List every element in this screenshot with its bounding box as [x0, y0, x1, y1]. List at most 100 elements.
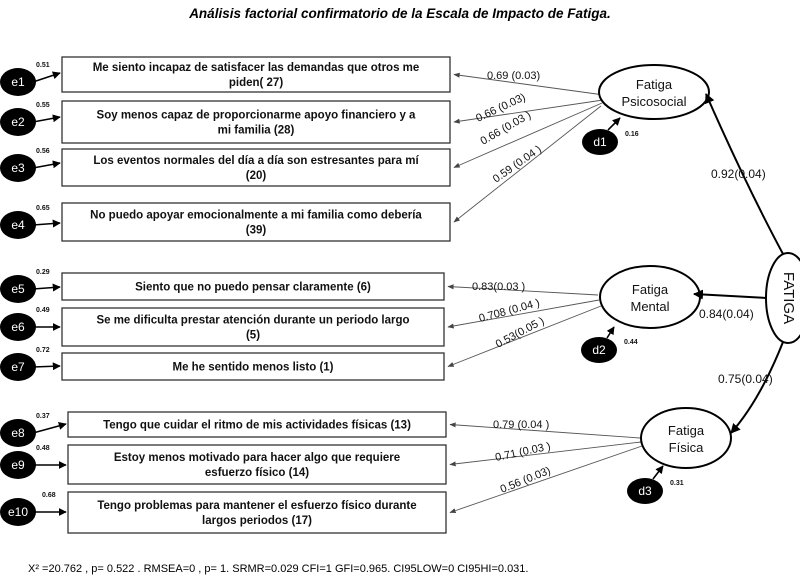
- error-variance: 0.48: [36, 445, 50, 452]
- error-arrow: [32, 219, 61, 228]
- error-arrow: [32, 283, 61, 292]
- indicator-item: Me siento incapaz de satisfacer las dema…: [0, 56, 451, 96]
- loading-path: [453, 99, 604, 124]
- disturbance-label: d3: [638, 484, 652, 498]
- item-text-line: No puedo apoyar emocionalmente a mi fami…: [90, 210, 422, 222]
- loading-path: [449, 422, 641, 439]
- second-order-path: [693, 289, 768, 300]
- loading-label: 0.79 (0.04 ): [493, 419, 549, 431]
- loading-path: [453, 72, 605, 96]
- error-arrow: [32, 71, 61, 83]
- error-variance: 0.72: [36, 347, 50, 354]
- indicator-item: Tengo que cuidar el ritmo de mis activid…: [0, 411, 447, 447]
- error-circle: [0, 68, 36, 96]
- error-variance: 0.65: [36, 205, 50, 212]
- indicator-item: Se me dificulta prestar atención durante…: [0, 307, 445, 347]
- item-text-line: Me he sentido menos listo (1): [172, 362, 333, 374]
- disturbance-label: d1: [593, 135, 607, 149]
- loading-path: [447, 284, 599, 296]
- error-arrow: [32, 362, 61, 371]
- error-circle: [0, 498, 36, 526]
- factor-name-line: Fatiga: [632, 282, 669, 297]
- loading-path: [453, 105, 602, 223]
- loading-label: 0.53(0.05 ): [494, 315, 547, 351]
- latent-factors: 0.69 (0.03)0.66 (0.03)0.66 (0.03 )0.59 (…: [447, 64, 784, 514]
- factor-name-line: Psicosocial: [621, 94, 686, 109]
- item-text-line: mi familia (28): [218, 125, 295, 137]
- error-label: e2: [11, 115, 25, 129]
- item-text-line: Se me dificulta prestar atención durante…: [96, 315, 409, 327]
- loading-path: [449, 445, 643, 514]
- disturbance-label: d2: [592, 343, 606, 357]
- item-box: [67, 491, 447, 534]
- indicator-item: Siento que no puedo pensar claramente (6…: [0, 269, 445, 303]
- item-box: [61, 202, 451, 242]
- error-label: e8: [11, 426, 25, 440]
- error-circle: [0, 108, 36, 136]
- factor-name-line: Física: [669, 440, 704, 455]
- error-variance: 0.49: [36, 307, 50, 314]
- indicator-item: Soy menos capaz de proporcionarme apoyo …: [0, 100, 451, 144]
- disturbance-circle: [581, 337, 617, 363]
- loading-path: [449, 441, 642, 467]
- error-variance: 0.56: [36, 148, 50, 155]
- item-text-line: Me siento incapaz de satisfacer las dema…: [93, 62, 420, 74]
- disturbance-arrow: [606, 326, 615, 339]
- item-box: [61, 100, 451, 144]
- factor-ellipse: [640, 407, 732, 469]
- indicator-item: Me he sentido menos listo (1) e7 0.72: [0, 347, 445, 381]
- item-text-line: Tengo problemas para mantener el esfuerz…: [97, 500, 416, 512]
- error-variance: 0.68: [42, 492, 56, 499]
- item-box: [67, 444, 447, 485]
- disturbance-arrow: [607, 117, 621, 131]
- second-order-path: [705, 93, 784, 255]
- item-text-line: (20): [246, 170, 267, 182]
- error-arrow: [32, 422, 67, 434]
- disturbance-arrow: [652, 465, 664, 480]
- error-arrow: [32, 160, 61, 169]
- item-text-line: Los eventos normales del día a día son e…: [93, 155, 419, 167]
- error-variance: 0.55: [36, 102, 50, 109]
- error-label: e7: [11, 360, 25, 374]
- factor-ellipse: [598, 64, 710, 120]
- second-order-factor: FATIGA: [765, 252, 800, 344]
- error-circle: [0, 353, 36, 381]
- item-box: [67, 411, 447, 438]
- observed-items: Me siento incapaz de satisfacer las dema…: [0, 56, 451, 534]
- factor-name-line: Fatiga: [636, 77, 673, 92]
- item-text-line: (5): [246, 330, 260, 342]
- indicator-item: No puedo apoyar emocionalmente a mi fami…: [0, 202, 451, 242]
- error-circle: [0, 419, 36, 447]
- error-label: e6: [11, 320, 25, 334]
- item-text-line: Estoy menos motivado para hacer algo que…: [114, 452, 400, 464]
- loading-path: [453, 102, 603, 168]
- error-circle: [0, 154, 36, 182]
- error-label: e9: [11, 458, 25, 472]
- second-order-path: [730, 341, 784, 434]
- disturbance-circle: [582, 129, 618, 155]
- item-box: [61, 272, 445, 301]
- second-order-loading: 0.75(0.04): [718, 372, 773, 386]
- second-order-loading: 0.84(0.04): [699, 307, 754, 321]
- fatiga-ellipse: [765, 252, 800, 344]
- loading-label: 0.69 (0.03): [487, 70, 540, 82]
- loading-label: 0.59 (0.04 ): [491, 143, 544, 185]
- error-variance: 0.51: [36, 62, 50, 69]
- error-variance: 0.29: [36, 269, 50, 276]
- factor-ellipse: [599, 265, 701, 329]
- error-label: e3: [11, 161, 25, 175]
- item-box: [61, 352, 445, 381]
- disturbance-variance: 0.31: [670, 480, 684, 487]
- factor-name-line: Mental: [630, 299, 669, 314]
- error-label: e5: [11, 282, 25, 296]
- indicator-item: Los eventos normales del día a día son e…: [0, 148, 451, 187]
- fit-statistics: X² =20.762 , p= 0.522 . RMSEA=0 , p= 1. …: [28, 563, 528, 575]
- disturbance-variance: 0.16: [625, 131, 639, 138]
- error-circle: [0, 451, 36, 479]
- error-circle: [0, 211, 36, 239]
- loading-path: [447, 299, 600, 329]
- second-order-loading: 0.92(0.04): [711, 167, 766, 181]
- factor-name-line: Fatiga: [668, 423, 705, 438]
